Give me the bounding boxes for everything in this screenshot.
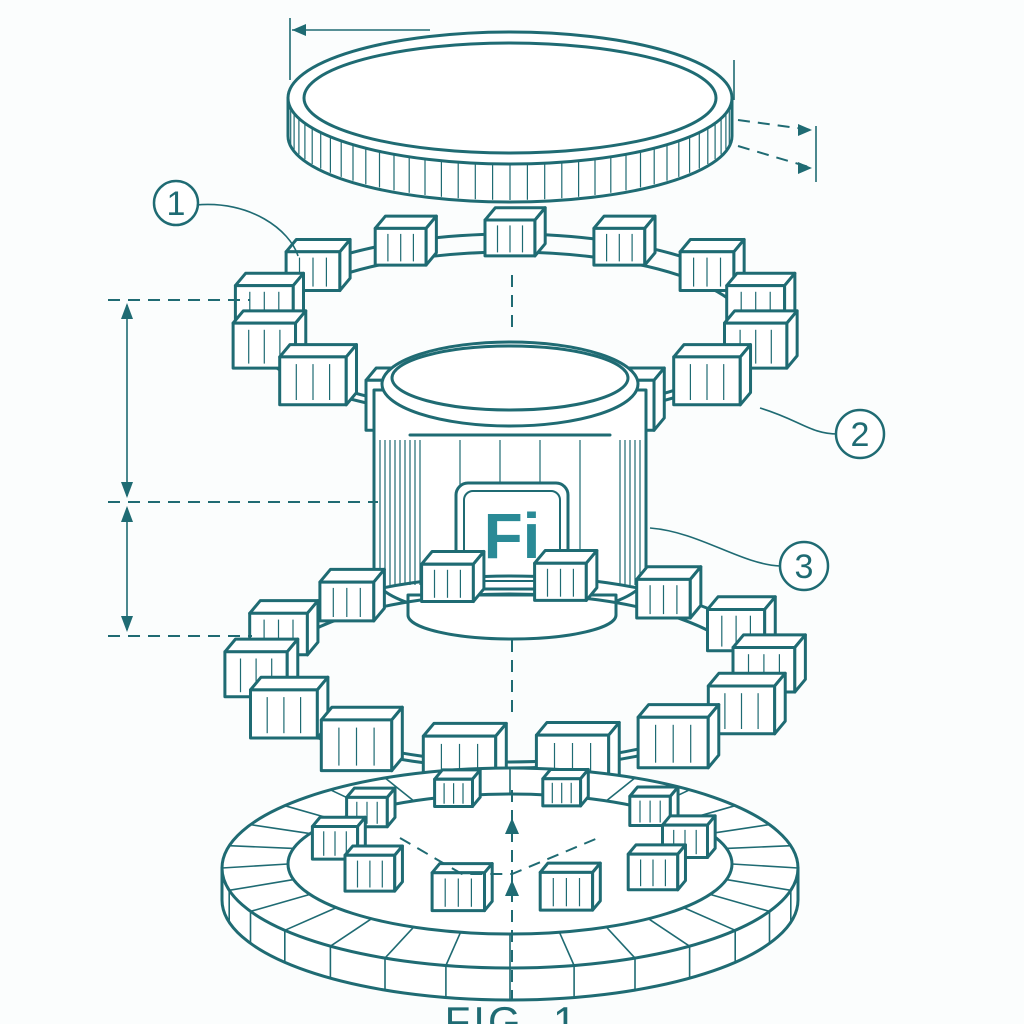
base-ring-plate [220,766,800,1002]
base-inner-block [541,768,590,808]
callout-3: 3 [649,527,830,592]
logo-text: Fi [484,500,541,572]
lower-segment-ring [223,549,807,790]
figure-caption: FIG. 1 [445,998,580,1024]
base-inner-block [433,768,482,809]
base-segment-line [384,926,415,959]
base-inner-block [626,843,687,892]
base-segment-line [605,777,636,802]
upper-ring-block [483,206,547,258]
lower-ring-block [636,703,721,770]
base-segment-line [726,844,791,850]
base-segment-line [709,823,770,835]
base-segment-line [250,823,311,835]
base-segment-line [683,906,736,932]
base-segment-line [250,893,311,913]
base-inner-block [538,861,602,912]
base-segment-line [221,863,289,869]
upper-ring-block [678,237,746,293]
base-segment-line [709,893,770,913]
top-lid-disc [286,30,734,204]
base-segment-line [329,918,373,947]
lower-ring-block [318,567,386,623]
upper-ring-block [672,343,753,407]
callout-1-label: 1 [167,185,186,223]
base-inner-block [343,844,404,893]
upper-ring-block [284,237,352,293]
base-segment-line [731,863,799,869]
callout-2-label: 2 [851,416,870,454]
base-segment-line [726,878,791,892]
callout-3-label: 3 [795,548,814,586]
base-segment-line [229,844,294,850]
height-dimension-lines [108,299,378,637]
base-segment-line [445,931,462,966]
lower-ring-block [635,565,703,620]
base-inner-block [430,862,494,913]
lid-dimension-lines [289,18,817,182]
lower-ring-block [533,549,599,602]
lower-ring-block [248,675,330,740]
base-segment-line [384,777,415,802]
base-segment-line [229,878,294,892]
lower-ring-block [319,705,404,773]
base-segment-line [605,926,636,959]
base-segment-line [558,931,575,966]
base-segment-line [647,918,691,947]
callout-1: 1 [152,179,299,257]
upper-ring-block [592,214,657,267]
base-inner-block [628,785,680,827]
lower-ring-block [420,550,486,604]
base-segment-line [284,906,337,932]
upper-ring-block [373,214,438,267]
upper-ring-block [278,343,358,407]
callout-2: 2 [759,407,886,460]
